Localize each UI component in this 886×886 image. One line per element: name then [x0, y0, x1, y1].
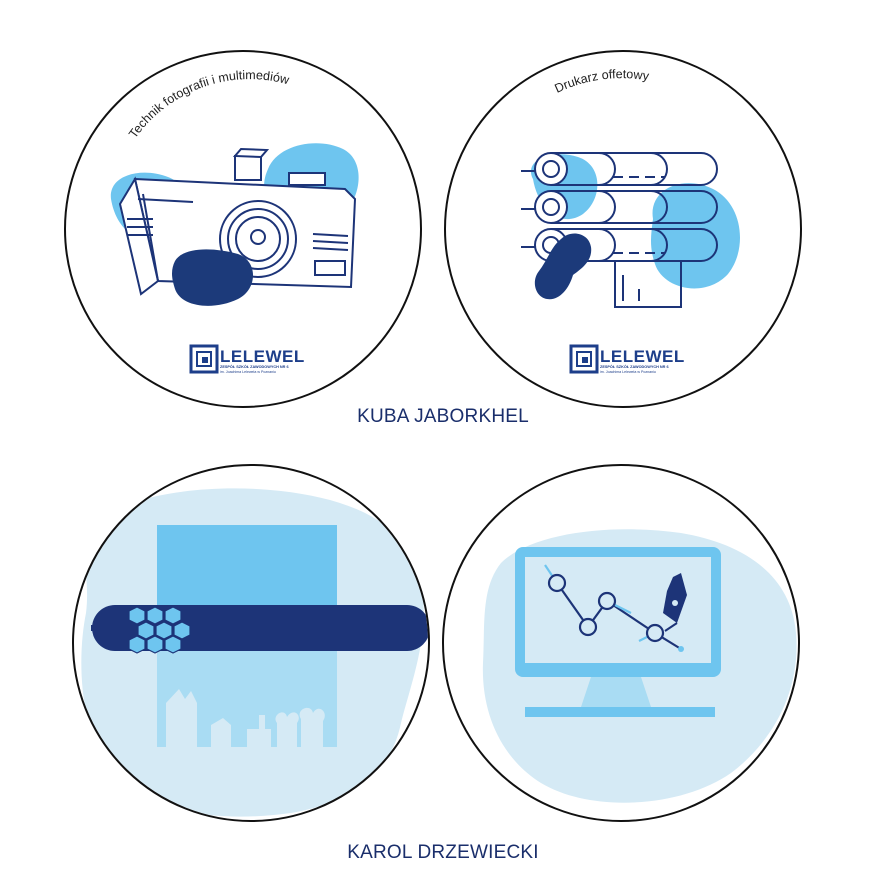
badge-photography-graphic: Technik fotografii i multimediów [64, 50, 422, 408]
badge-offset-printer-graphic: Drukarz offetowy [444, 50, 802, 408]
caption-karol: KAROL DRZEWIECKI [347, 842, 539, 863]
badge-graphic-design [441, 463, 801, 823]
logo-school-patron: im. Joachima Lelewela w Poznaniu [220, 370, 276, 374]
badge-circle [72, 464, 430, 822]
monitor-icon [515, 547, 721, 717]
badge-print-roller [71, 463, 431, 823]
badge-circle [442, 464, 800, 822]
blob-dark [172, 249, 253, 306]
caption-kuba: KUBA JABORKHEL [357, 406, 529, 427]
landscape-silhouette-icon [166, 689, 325, 747]
lelewel-logo: LELEWEL ZESPÓŁ SZKÓŁ ZAWODOWYCH NR 6 im.… [189, 344, 305, 374]
logo-school-name: ZESPÓŁ SZKÓŁ ZAWODOWYCH NR 6 [600, 364, 669, 369]
print-roller-icon [91, 605, 428, 654]
badge-photography: Technik fotografii i multimediów [63, 49, 423, 409]
camera-icon [118, 147, 357, 296]
honeycomb-pattern [128, 606, 191, 654]
lelewel-logo: LELEWEL ZESPÓŁ SZKÓŁ ZAWODOWYCH NR 6 im.… [569, 344, 685, 374]
logo-school-name: ZESPÓŁ SZKÓŁ ZAWODOWYCH NR 6 [220, 364, 289, 369]
pen-tool-icon [663, 573, 687, 632]
logo-school-patron: im. Joachima Lelewela w Poznaniu [600, 370, 656, 374]
logo-wordmark: LELEWEL [220, 347, 305, 366]
badge-graphic-design-graphic [442, 464, 800, 822]
vector-path-icon [544, 564, 684, 652]
logo-wordmark: LELEWEL [600, 347, 685, 366]
badge-print-roller-graphic [72, 464, 430, 822]
blob-dark [534, 233, 592, 300]
badge-offset-printer: Drukarz offetowy [443, 49, 803, 409]
